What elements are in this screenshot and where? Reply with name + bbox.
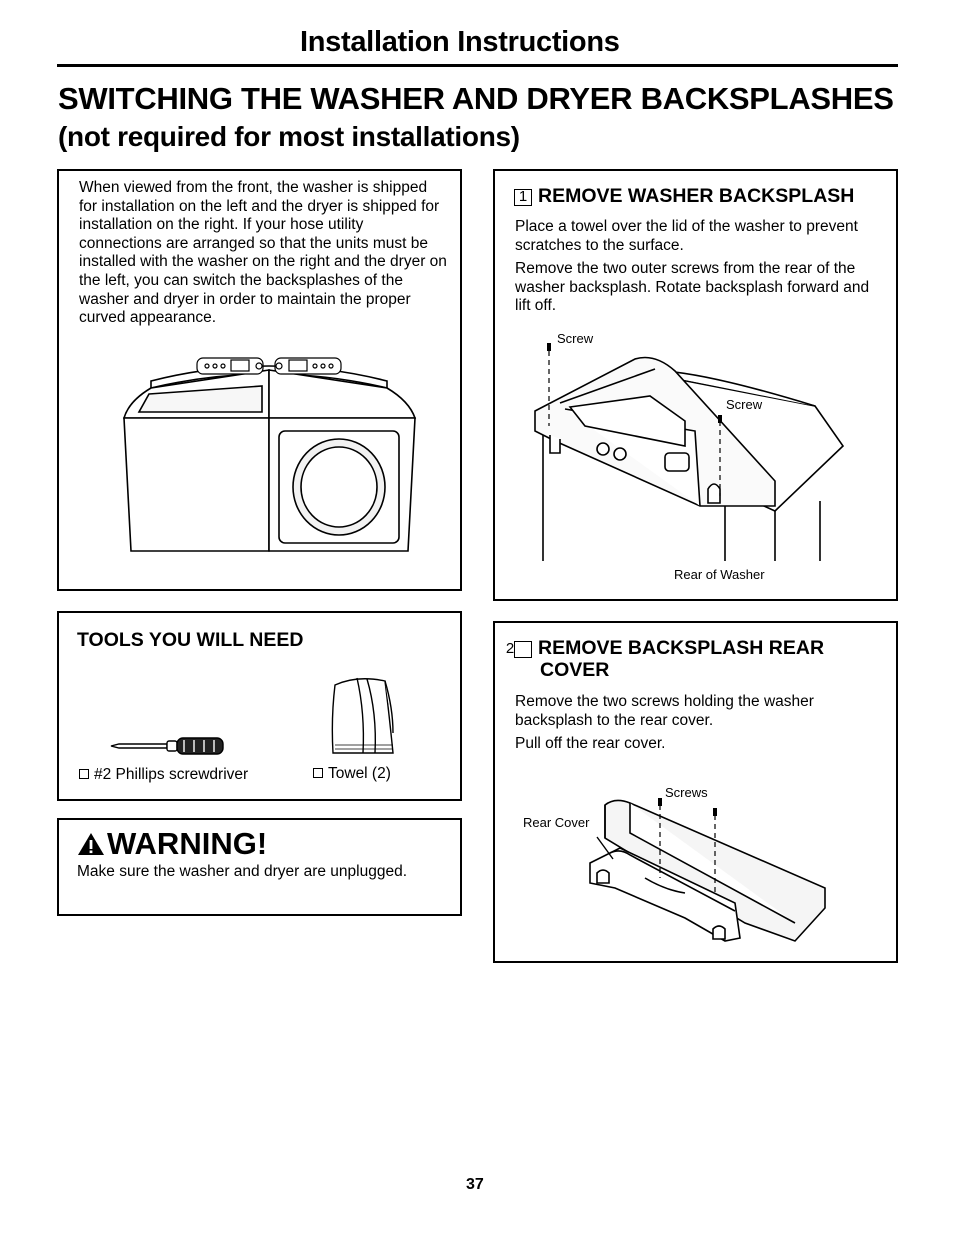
step1-paragraph-1: Place a towel over the lid of the washer… — [515, 218, 858, 254]
warning-title: WARNING! — [107, 826, 268, 861]
step1-title: REMOVE WASHER BACKSPLASH — [538, 185, 855, 207]
step2-title: REMOVE BACKSPLASH REAR COVER — [538, 637, 825, 681]
step2-number: 2 — [506, 641, 532, 658]
step1-number: 1 — [514, 189, 532, 206]
step1-paragraph-2: Remove the two outer screws from the rea… — [515, 260, 870, 315]
header-rule — [57, 64, 898, 67]
header-title: Installation Instructions — [300, 26, 620, 58]
step1-heading: 1 REMOVE WASHER BACKSPLASH — [514, 185, 894, 207]
step2-rear-cover-label: Rear Cover — [523, 815, 590, 830]
screwdriver-icon — [110, 737, 224, 755]
tool-item-towel-label: Towel (2) — [328, 765, 391, 782]
washer-rear-illustration — [534, 343, 845, 561]
step1-screw-label-left: Screw — [557, 331, 594, 346]
step1-rear-label: Rear of Washer — [674, 567, 765, 582]
warning-triangle-icon — [78, 833, 104, 855]
tool-item-towel: Towel (2) — [313, 765, 391, 783]
warning-text: Make sure the washer and dryer are unplu… — [77, 863, 408, 880]
towel-icon — [331, 677, 394, 754]
step1-screw-label-right: Screw — [726, 397, 763, 412]
page-number: 37 — [466, 1176, 484, 1193]
rear-cover-illustration — [589, 798, 826, 942]
section-title-main: SWITCHING THE WASHER AND DRYER BACKSPLAS… — [58, 81, 894, 116]
tool-item-screwdriver-label: #2 Phillips screwdriver — [94, 766, 249, 783]
towel-checkbox[interactable] — [313, 768, 323, 778]
intro-text: When viewed from the front, the washer i… — [79, 179, 447, 327]
warning-box: WARNING! Make sure the washer and dryer … — [57, 818, 462, 916]
tools-box: TOOLS YOU WILL NEED #2 Phillips screwdri… — [57, 611, 462, 801]
step2-paragraph-2: Pull off the rear cover. — [515, 735, 666, 752]
intro-box: When viewed from the front, the washer i… — [57, 169, 462, 591]
step2-box: 2 REMOVE BACKSPLASH REAR COVER Remove the… — [493, 621, 898, 963]
section-title-sub: (not required for most installations) — [58, 121, 520, 152]
step1-box: 1 REMOVE WASHER BACKSPLASH Place a towel … — [493, 169, 898, 601]
washer-dryer-illustration — [122, 357, 417, 552]
tool-item-screwdriver: #2 Phillips screwdriver — [79, 766, 248, 784]
warning-heading: WARNING! — [77, 826, 267, 862]
step2-paragraph-1: Remove the two screws holding the washer… — [515, 693, 814, 729]
screwdriver-checkbox[interactable] — [79, 769, 89, 779]
tools-heading: TOOLS YOU WILL NEED — [77, 629, 304, 651]
step2-screws-label: Screws — [665, 785, 708, 800]
step2-heading: 2 REMOVE BACKSPLASH REAR COVER — [506, 637, 894, 681]
section-title: SWITCHING THE WASHER AND DRYER BACKSPLAS… — [58, 80, 918, 155]
